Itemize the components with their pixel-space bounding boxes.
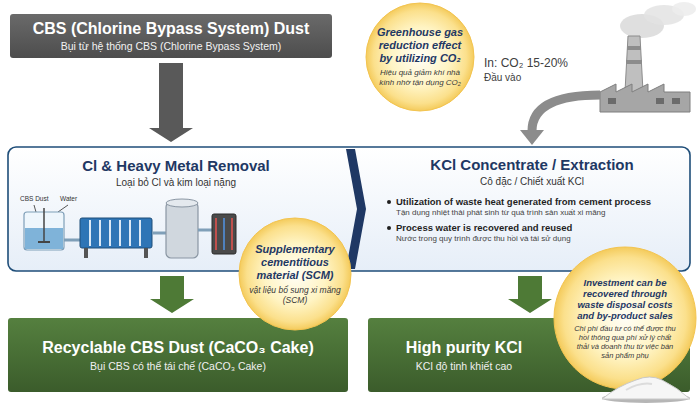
pipe [198, 229, 212, 232]
process-panel [8, 147, 690, 271]
factory-building [600, 84, 690, 112]
heading-text: Investment can be recovered through wast… [573, 277, 677, 321]
press-plate [139, 220, 141, 246]
co2-input-arrow [532, 95, 600, 131]
text-group: KCl Concentrate / Extraction Cô đặc / Chi… [384, 156, 680, 244]
window [608, 98, 616, 104]
heading-text: Cl & Heavy Metal Removal [18, 157, 334, 175]
heading-text: High purity KCl [378, 338, 550, 357]
press-plate [129, 220, 131, 246]
window [656, 98, 664, 104]
flow-arrow [149, 63, 193, 142]
hot-line [231, 218, 233, 250]
press-leg [84, 248, 88, 258]
body-text: Bụi CBS có thể tái chế (CaCO₃ Cake) [18, 360, 338, 373]
smoke [672, 2, 696, 16]
cold-line [223, 218, 225, 250]
source-box: CBS (Chlorine Bypass System) DustBụi từ … [10, 14, 332, 58]
benefit-circle: Greenhouse gas reduction effect by utili… [365, 2, 475, 112]
text-group: Recyclable CBS Dust (CaCO₃ Cake) Bụi CBS … [18, 338, 338, 373]
benefit-circle: Investment can be recovered through wast… [553, 246, 697, 390]
circle-fill [239, 218, 351, 330]
body-text: Loại bỏ Cl và kim loại nặng [18, 177, 334, 189]
heading-text: Recyclable CBS Dust (CaCO₃ Cake) [18, 338, 338, 357]
press-plate [109, 220, 111, 246]
filter-press [80, 218, 152, 248]
pile-shadow [602, 393, 690, 403]
input-label: Đầu vào [484, 72, 521, 83]
benefit-circle: Supplementary cementitious material (SCM… [238, 217, 352, 331]
leader-line [58, 205, 68, 212]
body-text: Utilization of waste heat generated from… [384, 196, 680, 207]
circle-fill [366, 3, 474, 111]
heat-exchanger [212, 214, 236, 254]
heading-text: Supplementary cementitious material (SCM… [249, 243, 341, 282]
heading-text: Greenhouse gas reduction effect by utili… [373, 26, 467, 65]
flow-arrow [508, 276, 552, 313]
arrow-head [520, 130, 544, 145]
heading-text: CBS (Chlorine Bypass System) Dust [20, 19, 322, 38]
storage-tank [166, 202, 198, 258]
window [672, 98, 680, 104]
text-group: Supplementary cementitious material (SCM… [249, 243, 341, 305]
body-text: Chi phí đầu tư có thể được thu hồi thông… [573, 324, 677, 360]
body-text: vật liệu bổ sung xi măng (SCM) [249, 285, 341, 305]
leader-line [34, 205, 36, 212]
text-group: Cl & Heavy Metal RemovalLoại bỏ Cl và ki… [18, 157, 334, 189]
stirrer [43, 208, 45, 242]
pipe [152, 232, 166, 235]
body-text: Nước trong quy trình được thu hồi và tái… [384, 234, 680, 244]
text-group: High purity KClKCl độ tinh khiết cao [378, 338, 550, 373]
part-label: Water [60, 195, 77, 202]
part-label: CBS Dust [20, 195, 49, 202]
tank-top [166, 199, 198, 207]
body-text: Tận dụng nhiệt thải phát sinh từ quá trì… [384, 208, 680, 218]
text-group: Greenhouse gas reduction effect by utili… [373, 26, 467, 88]
text-group: CBS (Chlorine Bypass System) DustBụi từ … [20, 19, 322, 53]
body-text: Bụi từ hệ thống CBS (Chlorine Bypass Sys… [20, 40, 322, 53]
input-label: In: CO₂ 15-20% [484, 56, 568, 70]
flow-chevron [346, 149, 366, 269]
press-leg [144, 248, 148, 258]
chimney-band [627, 46, 641, 50]
chimney-band [626, 60, 642, 64]
stirrer [38, 241, 50, 243]
press-plate [119, 220, 121, 246]
body-text: KCl độ tinh khiết cao [378, 360, 550, 373]
press-plate [89, 220, 91, 246]
hot-line [215, 218, 217, 250]
circle-fill [554, 247, 696, 389]
heading-text: KCl Concentrate / Extraction [384, 156, 680, 174]
body-text: Cô đặc / Chiết xuất KCl [384, 176, 680, 188]
flow-arrow [150, 276, 194, 313]
body-text: Process water is recovered and reused [384, 222, 680, 233]
body-text: Hiệu quả giảm khí nhà kính nhờ tận dụng … [373, 68, 467, 88]
bullet-dot [387, 200, 391, 204]
bullet-dot [387, 226, 391, 230]
pipe [64, 239, 80, 242]
text-group: Investment can be recovered through wast… [573, 277, 677, 360]
press-plate [99, 220, 101, 246]
